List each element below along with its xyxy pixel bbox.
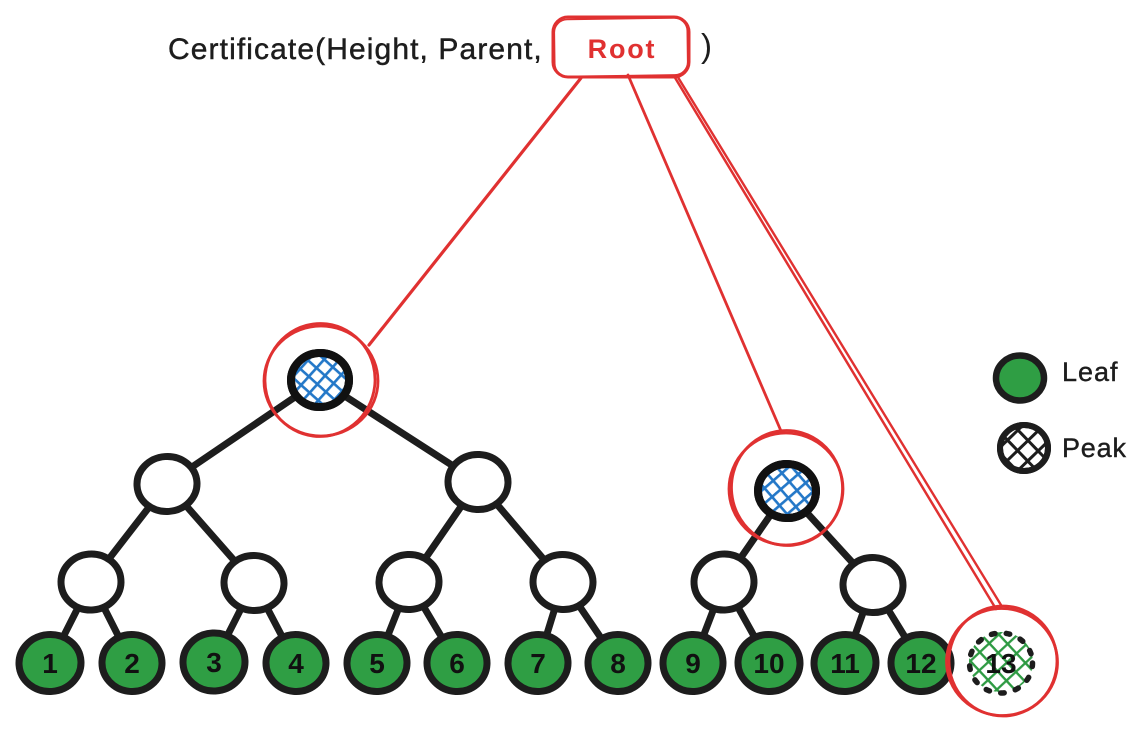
svg-text:11: 11: [830, 648, 860, 679]
svg-text:12: 12: [905, 648, 936, 679]
svg-text:4: 4: [288, 648, 304, 679]
svg-text:Leaf: Leaf: [1062, 357, 1119, 387]
svg-text:2: 2: [124, 648, 140, 679]
svg-text:7: 7: [530, 648, 546, 679]
svg-text:1: 1: [42, 648, 58, 679]
svg-text:): ): [701, 27, 712, 64]
svg-text:6: 6: [449, 648, 465, 679]
svg-text:3: 3: [206, 647, 222, 678]
svg-text:13: 13: [985, 648, 1016, 679]
svg-text:Certificate(Height, Parent,: Certificate(Height, Parent,: [168, 33, 543, 66]
svg-text:Peak: Peak: [1062, 433, 1127, 463]
svg-text:10: 10: [753, 648, 784, 679]
svg-text:8: 8: [610, 648, 626, 679]
svg-text:5: 5: [369, 648, 385, 679]
svg-text:9: 9: [685, 648, 701, 679]
svg-text:Root: Root: [588, 34, 657, 64]
